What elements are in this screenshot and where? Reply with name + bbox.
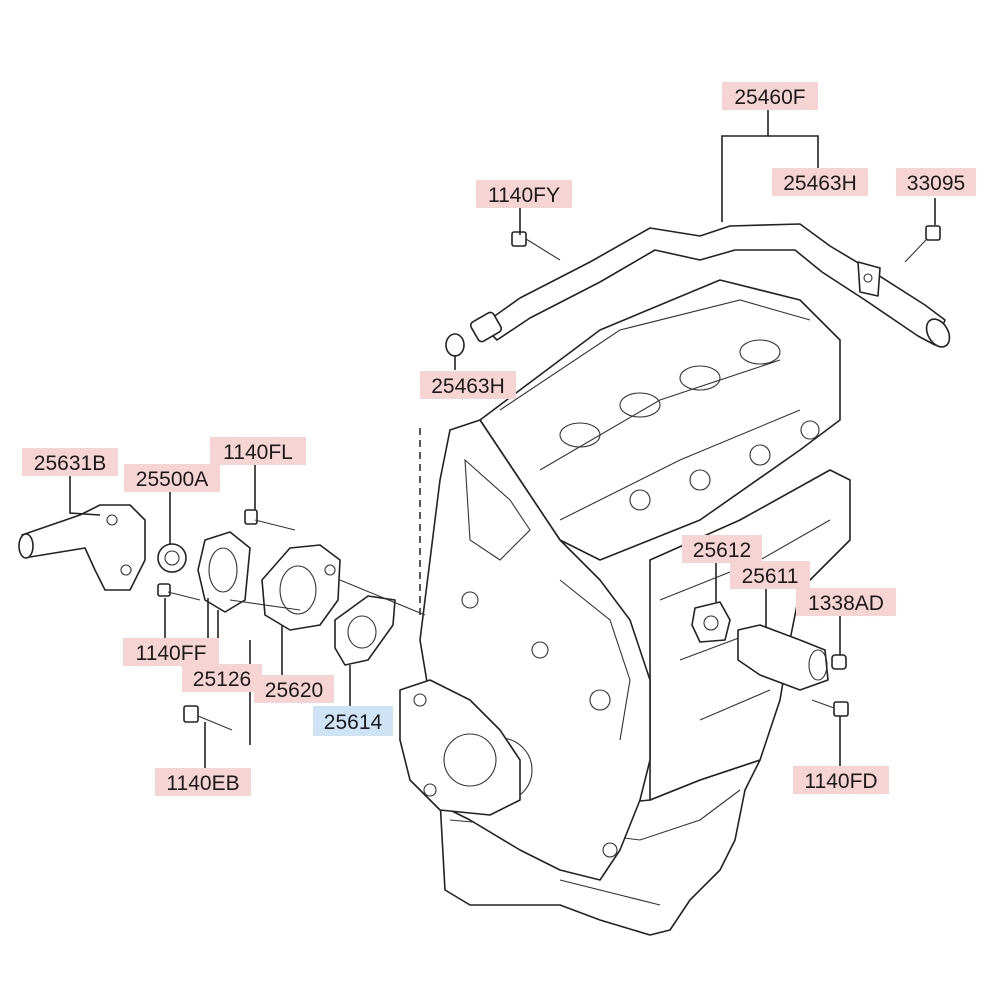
part-labels: 25460F 25463H 33095 1140FY 25463H 25631B… xyxy=(22,82,976,796)
nut-icon xyxy=(831,654,847,670)
label-25460F[interactable]: 25460F xyxy=(722,82,818,110)
bolt-icon xyxy=(811,699,849,717)
svg-text:25631B: 25631B xyxy=(34,452,106,475)
label-25631B[interactable]: 25631B xyxy=(22,448,118,476)
label-1140FL[interactable]: 1140FL xyxy=(210,437,306,465)
label-25500A[interactable]: 25500A xyxy=(124,464,220,492)
label-25611[interactable]: 25611 xyxy=(730,561,810,589)
bolt-icon xyxy=(244,509,296,531)
leader-lines xyxy=(69,110,936,768)
label-33095[interactable]: 33095 xyxy=(896,168,976,196)
svg-text:1140FL: 1140FL xyxy=(223,441,293,464)
label-1140EB[interactable]: 1140EB xyxy=(155,768,251,796)
water-pipe-assembly xyxy=(445,223,951,357)
thermostat-housing-parts xyxy=(18,504,426,731)
label-25614[interactable]: 25614 xyxy=(313,706,393,736)
label-25620[interactable]: 25620 xyxy=(254,675,334,703)
label-1140FY[interactable]: 1140FY xyxy=(476,180,572,208)
svg-text:1338AD: 1338AD xyxy=(808,592,884,615)
label-25463H-left[interactable]: 25463H xyxy=(420,371,516,399)
svg-text:25614: 25614 xyxy=(324,711,383,734)
label-1140FF[interactable]: 1140FF xyxy=(123,638,219,666)
svg-text:25463H: 25463H xyxy=(431,375,505,398)
svg-text:25126: 25126 xyxy=(193,668,251,691)
svg-text:1140EB: 1140EB xyxy=(166,772,239,795)
svg-text:25500A: 25500A xyxy=(136,468,208,491)
svg-text:25620: 25620 xyxy=(265,679,323,702)
label-1140FD[interactable]: 1140FD xyxy=(793,766,889,794)
svg-text:1140FY: 1140FY xyxy=(488,184,560,207)
label-1338AD[interactable]: 1338AD xyxy=(796,588,896,616)
label-25612[interactable]: 25612 xyxy=(682,535,762,563)
svg-text:25612: 25612 xyxy=(693,539,751,562)
bolt-icon xyxy=(183,705,233,731)
svg-text:33095: 33095 xyxy=(907,172,965,195)
bolt-icon xyxy=(511,231,561,261)
svg-text:1140FD: 1140FD xyxy=(804,770,877,793)
label-25126[interactable]: 25126 xyxy=(182,664,262,692)
bolt-icon xyxy=(904,225,941,263)
svg-text:1140FF: 1140FF xyxy=(136,642,207,665)
label-25463H-top[interactable]: 25463H xyxy=(772,168,868,196)
svg-text:25460F: 25460F xyxy=(734,86,805,109)
bolt-icon xyxy=(157,583,201,601)
water-outlet-parts xyxy=(691,601,849,717)
svg-text:25611: 25611 xyxy=(742,565,799,588)
svg-text:25463H: 25463H xyxy=(783,172,857,195)
